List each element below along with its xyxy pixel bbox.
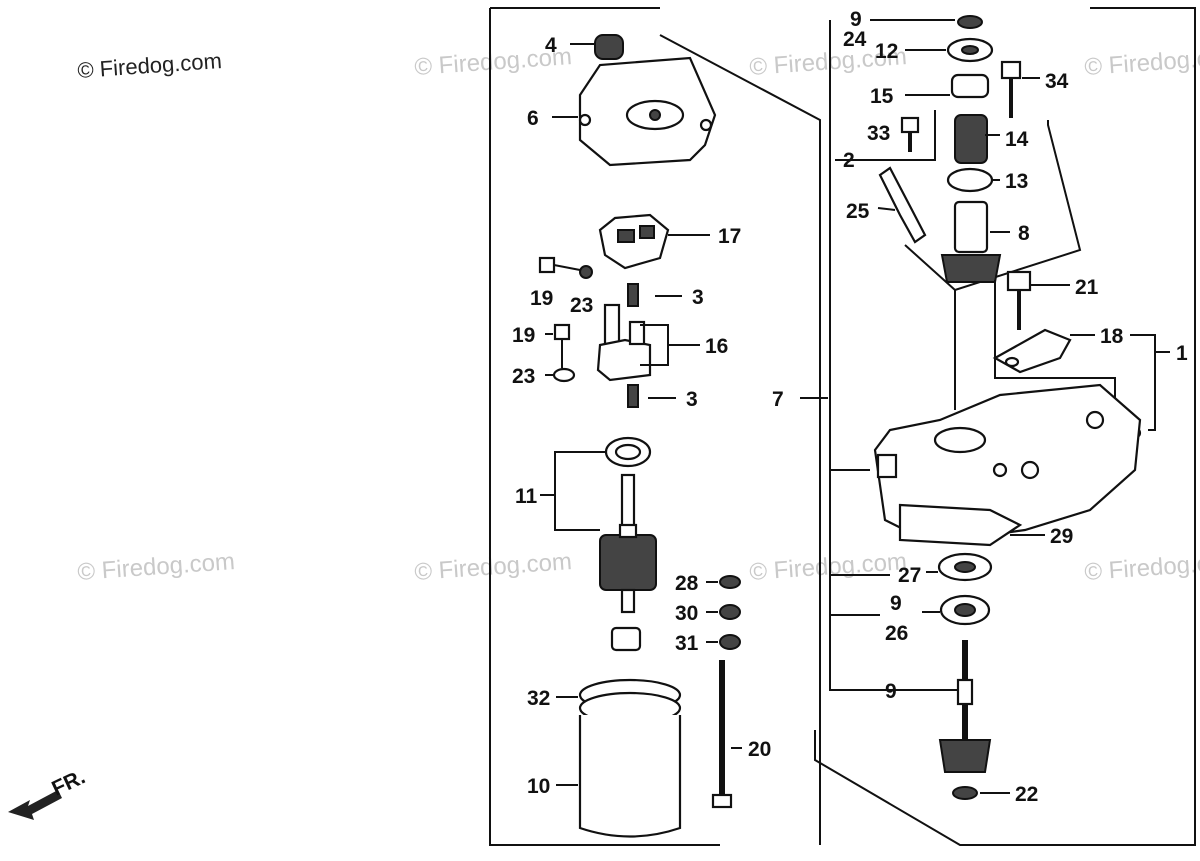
callout-13: 13 xyxy=(1005,170,1028,193)
callout-28: 28 xyxy=(675,572,699,595)
rear-cover-part-6: 6 xyxy=(527,56,717,167)
watermark: © Firedog.com xyxy=(1084,548,1200,586)
pinion-group-part-2: 2 xyxy=(835,110,1082,292)
brush-plate-part-16: 16 xyxy=(596,303,728,382)
callout-1: 1 xyxy=(1176,342,1188,365)
gasket-part-29: 29 xyxy=(1010,525,1073,548)
seal-part-27: 27 xyxy=(830,552,993,587)
callout-19-upper: 19 xyxy=(530,287,553,310)
callout-25: 25 xyxy=(846,200,870,223)
screw-part-19-lower: 19 23 xyxy=(512,323,576,388)
watermark: © Firedog.com xyxy=(749,548,908,586)
callout-10: 10 xyxy=(527,775,550,798)
callout-14: 14 xyxy=(1005,128,1029,151)
callout-2: 2 xyxy=(843,149,855,172)
bearing-part-26: 9 26 xyxy=(830,592,991,645)
collar-part-12: 24 12 xyxy=(843,28,994,63)
bolt-part-21: 21 xyxy=(1006,270,1099,330)
callout-26: 26 xyxy=(885,622,908,645)
front-direction-arrow: FR. xyxy=(8,765,89,820)
callout-19-lower: 19 xyxy=(512,324,535,347)
through-bolt-part-20: 20 xyxy=(711,660,771,809)
cap-part-4: 4 xyxy=(545,34,624,60)
watermark: © Firedog.com xyxy=(77,548,236,586)
callout-3-upper: 3 xyxy=(692,286,704,309)
screw-part-19-upper: 19 23 xyxy=(530,256,593,317)
callout-9-top: 9 xyxy=(850,8,862,31)
washer-part-28: 28 xyxy=(675,572,741,595)
brush-holder-part-17: 17 xyxy=(598,213,741,270)
callout-11: 11 xyxy=(515,485,538,508)
callout-34: 34 xyxy=(1045,70,1069,93)
callout-18: 18 xyxy=(1100,325,1124,348)
watermark: © Firedog.com xyxy=(414,548,573,586)
callout-24: 24 xyxy=(843,28,867,51)
callout-6: 6 xyxy=(527,107,539,130)
callout-20: 20 xyxy=(748,738,771,761)
bushing xyxy=(610,626,642,652)
callout-31: 31 xyxy=(675,632,699,655)
callout-21: 21 xyxy=(1075,276,1099,299)
stop-collar-part-15: 15 xyxy=(870,73,990,108)
callout-4: 4 xyxy=(545,34,557,57)
bolt-part-34: 34 xyxy=(1000,60,1069,118)
lever-part-25: 25 xyxy=(846,166,927,244)
watermark: © Firedog.com xyxy=(1084,43,1200,81)
callout-7: 7 xyxy=(772,388,784,411)
bracket-part-18: 18 1 xyxy=(992,325,1188,431)
callout-27: 27 xyxy=(898,564,921,587)
callout-23-lower: 23 xyxy=(512,365,535,388)
callout-23-upper: 23 xyxy=(570,294,593,317)
callout-15: 15 xyxy=(870,85,894,108)
drive-shaft-part-9: 9 xyxy=(885,640,992,773)
callout-29: 29 xyxy=(1050,525,1073,548)
callout-30: 30 xyxy=(675,602,698,625)
clip-part-22: 22 xyxy=(952,783,1038,806)
armature-part-11: 11 xyxy=(515,436,657,614)
drive-housing-part-7: 7 xyxy=(772,383,1142,547)
spring-part-3-upper: 3 xyxy=(627,283,704,309)
spring-part-14: 14 xyxy=(954,114,1029,164)
callout-12: 12 xyxy=(875,40,898,63)
ring-part-13: 13 xyxy=(946,167,1028,193)
watermark-main: © Firedog.com xyxy=(77,48,223,83)
pinion-gear-part-8: 8 xyxy=(940,200,1030,283)
spring-part-3-lower: 3 xyxy=(627,384,698,411)
callout-3-lower: 3 xyxy=(686,388,698,411)
yoke-part-10: 10 xyxy=(527,715,682,838)
callout-16: 16 xyxy=(705,335,728,358)
clip-part-9-top: 9 xyxy=(850,8,983,31)
callout-22: 22 xyxy=(1015,783,1038,806)
washer-part-31: 31 xyxy=(675,632,741,655)
callout-9-mid: 9 xyxy=(890,592,902,615)
callout-32: 32 xyxy=(527,687,550,710)
bolt-part-33: 33 xyxy=(867,116,920,152)
callout-9-lower: 9 xyxy=(885,680,897,703)
washer-part-30: 30 xyxy=(675,602,741,625)
callout-33: 33 xyxy=(867,122,890,145)
callout-8: 8 xyxy=(1018,222,1030,245)
callout-17: 17 xyxy=(718,225,741,248)
